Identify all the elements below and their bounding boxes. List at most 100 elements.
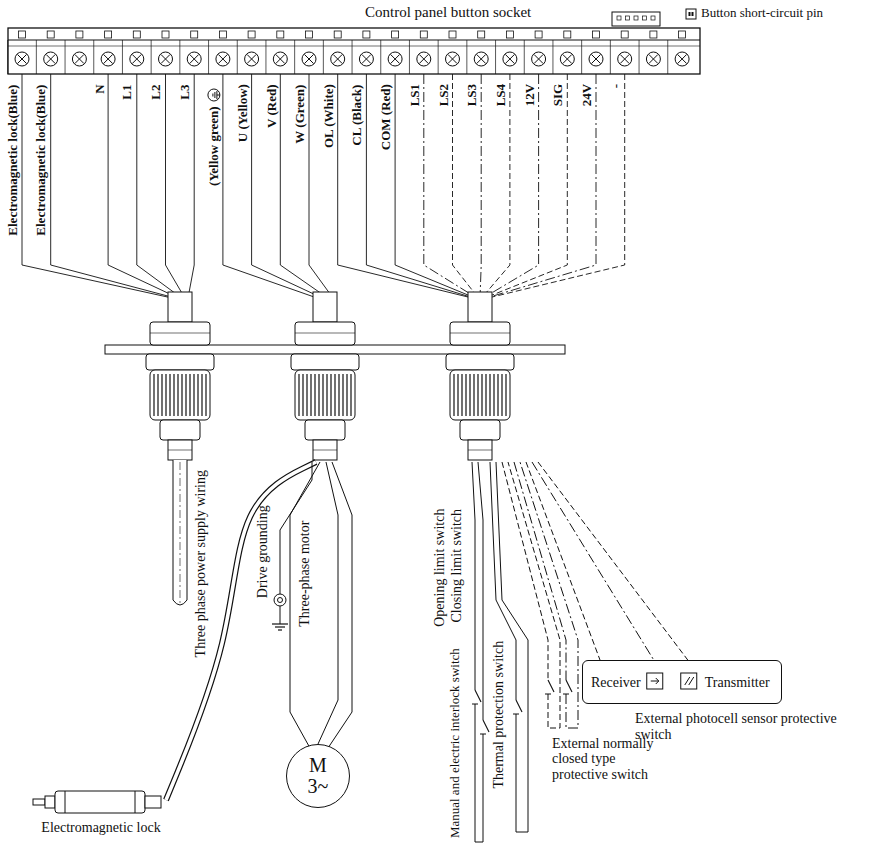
socket-pin: [651, 16, 655, 20]
wire: [395, 74, 475, 298]
socket-pin: [643, 16, 647, 20]
terminal-label: OL (White): [322, 84, 336, 148]
terminal-label: Electromagnetic lock(Blue): [6, 84, 20, 235]
wire: [252, 74, 323, 298]
terminal-label: W (Green): [293, 84, 307, 143]
terminal-label: 12V: [523, 84, 537, 106]
wire: [488, 74, 625, 298]
photocell-heading: External photocell sensor protective swi…: [635, 711, 855, 743]
part-label: Button short-circuit pin: [701, 6, 823, 20]
cable-gland: [146, 292, 214, 460]
switch-contact: [513, 714, 519, 715]
part-label: Manual and electric interlock switch: [448, 648, 462, 838]
ground-symbol: [275, 626, 285, 627]
nc-wire: [514, 462, 566, 680]
wire: [483, 74, 538, 298]
electromagnetic-lock: Electromagnetic lock: [26, 788, 176, 836]
part-label: External normally closed type protective…: [552, 736, 664, 782]
terminal-label: LS2: [437, 84, 451, 106]
terminal-block: [8, 28, 700, 74]
terminal-label: U (Yellow): [236, 84, 250, 142]
nc-wire: [508, 462, 560, 728]
cable-gland: [446, 292, 514, 460]
mounting-plate: [105, 345, 565, 354]
switch-blade: [516, 700, 522, 712]
cable-centerline: [180, 462, 181, 604]
motor-wire: [318, 462, 338, 744]
terminal-label: LS4: [494, 84, 508, 106]
photocell-wire: [526, 462, 600, 660]
photocell-box: ReceiverTransmitterExternal photocell se…: [582, 660, 782, 704]
socket-pin: [617, 16, 621, 20]
wire: [366, 74, 473, 298]
motor-wire: [328, 462, 352, 748]
switch-contact: [563, 694, 569, 695]
wire: [22, 74, 172, 298]
switch-blade: [566, 680, 572, 692]
wire: [108, 74, 178, 298]
wire: [424, 74, 477, 298]
photocell-wire: [538, 462, 688, 660]
node-label: Electromagnetic lock: [41, 820, 160, 836]
wire: [338, 74, 472, 298]
nc-wire: [520, 462, 578, 728]
wire: [188, 74, 194, 298]
switch-blade: [548, 680, 554, 692]
lock-body: [31, 788, 171, 816]
part-label: Closing limit switch: [449, 508, 464, 622]
switch-contact: [472, 704, 478, 705]
wire: [137, 74, 182, 298]
terminal-label: LS3: [465, 84, 479, 106]
terminal-label: L1: [121, 84, 135, 99]
part-label: Three-phase motor: [297, 520, 312, 626]
nc-wire: [502, 462, 548, 680]
cable-gland: [291, 292, 359, 460]
part-label: Opening limit switch: [432, 508, 447, 626]
motor-text: M 3~: [304, 755, 332, 797]
terminal-label: L3: [178, 84, 192, 99]
part-label: Three phase power supply wiring: [193, 470, 208, 657]
power-cable: [173, 460, 187, 605]
ground-lead: [280, 606, 281, 624]
terminal-label: V (Red): [264, 84, 278, 127]
wire: [453, 74, 479, 298]
terminal-label: COM (Red): [379, 84, 393, 150]
ground-symbol: [208, 89, 220, 101]
ring-terminal: [274, 594, 286, 606]
wire: [166, 74, 185, 298]
terminal-label: -: [609, 84, 623, 88]
switch-contact: [545, 694, 551, 695]
socket-pin: [634, 16, 638, 20]
transmitter: Transmitter: [705, 675, 770, 691]
limit-wire: [478, 462, 483, 720]
terminal-label: (Yellow green): [207, 106, 221, 186]
switch-blade: [475, 690, 481, 702]
limit-wire: [472, 462, 475, 690]
wire: [482, 74, 510, 298]
terminal-label: L2: [149, 84, 163, 99]
part-label: Thermal protection switch: [491, 640, 506, 788]
wire: [51, 74, 176, 298]
wire: [223, 74, 317, 298]
motor-wire: [290, 462, 320, 748]
terminal-label: CL (Black): [350, 84, 364, 145]
switch-contact: [480, 734, 486, 735]
part-label: Drive grounding: [254, 505, 269, 598]
part-label: Control panel button socket: [365, 4, 531, 21]
lock-cable: [166, 462, 316, 800]
terminal-label: N: [92, 84, 106, 93]
switch-blade: [483, 720, 489, 732]
node-label: Transmitter: [705, 675, 770, 691]
button-socket: [612, 12, 660, 26]
ground-symbol: [278, 629, 282, 630]
motor-symbol: M 3~: [286, 744, 350, 808]
photocell-wire: [532, 462, 654, 660]
wire: [480, 74, 481, 298]
terminal-label: Electromagnetic lock(Blue): [35, 84, 49, 235]
wire: [485, 74, 568, 298]
short-circuit-pin: [686, 9, 696, 19]
receiver: Receiver: [591, 675, 641, 691]
socket-pin: [626, 16, 630, 20]
